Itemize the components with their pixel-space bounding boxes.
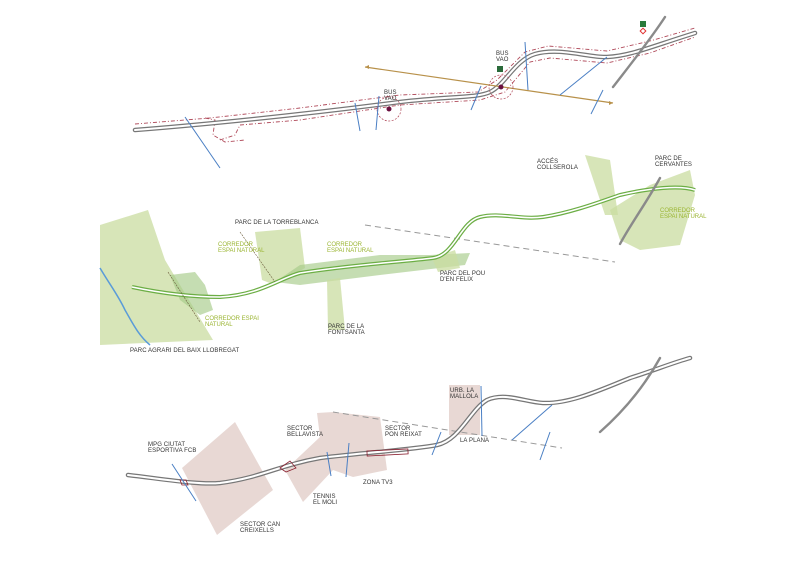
label-corredor-right: CORREDOR	[660, 208, 696, 214]
highway-top-center	[134, 32, 696, 131]
label-sector-bellavista-2: BELLAVISTA	[287, 432, 323, 438]
road-detour	[204, 117, 246, 143]
road-boundary-lower	[219, 36, 696, 141]
panel-mobility: BUS VAO BUS VAO	[132, 15, 698, 169]
bus-vao-label-2b: VAO	[496, 57, 509, 63]
bus-stop-icon-2[interactable]	[498, 84, 504, 90]
parc-fontsanta-area	[327, 278, 345, 330]
railway-top	[611, 15, 667, 89]
railway-bottom	[598, 356, 662, 434]
bus-vao-label-1: BUS	[384, 90, 397, 96]
label-la-plana: LA PLANA	[460, 438, 489, 444]
label-urb-mallola: URB. LA	[450, 388, 474, 394]
bus-stop-icon-1[interactable]	[386, 106, 392, 112]
parc-agrari-area	[100, 210, 213, 345]
dashed-limit-bottom	[332, 411, 563, 449]
highway-bottom-center	[127, 357, 691, 485]
river	[99, 267, 151, 346]
link-agrari	[167, 271, 201, 323]
panel-urban-sectors: URB. LA MALLOLA SECTOR BELLAVISTA SECTOR…	[125, 355, 693, 535]
label-corredor-center: CORREDOR	[327, 242, 363, 248]
bus-vao-label-1b: VAO	[384, 96, 397, 102]
label-sector-pon-reixat: SECTOR	[385, 426, 411, 432]
bus-stop-radius-2	[488, 74, 514, 100]
label-sector-can-creixells: SECTOR CAN	[240, 522, 280, 528]
bus-vao-label-2: BUS	[496, 51, 509, 57]
bus-stop-radius-1	[376, 96, 402, 122]
label-parc-pou: PARC DEL POU	[440, 271, 485, 277]
label-parc-fontsanta-2: FONTSANTA	[328, 330, 365, 336]
label-corredor-left-2: ESPAI NATURAL	[218, 248, 265, 254]
label-acces-collserola: ACCÉS	[537, 158, 558, 165]
label-corredor-left: CORREDOR	[218, 242, 254, 248]
sector-can-creixells-area	[182, 422, 273, 535]
label-mpg: MPG CIUTAT	[148, 442, 185, 448]
axis-arrow-left-icon	[365, 65, 369, 69]
label-parc-cervantes-2: CERVANTES	[655, 162, 692, 168]
bellavista-crossing	[279, 460, 297, 473]
label-corredor-bottom-2: NATURAL	[205, 322, 233, 328]
panel-green-corridor: ACCÉS COLLSEROLA PARC DE CERVANTES CORRE…	[99, 155, 707, 354]
label-parc-agrari: PARC AGRARI DEL BAIX LLOBREGAT	[130, 348, 239, 354]
label-corredor-right-2: ESPAI NATURAL	[660, 214, 707, 220]
interchange-icon	[639, 27, 647, 35]
highway-top	[132, 30, 698, 133]
parc-cervantes-area	[610, 170, 695, 250]
park-and-ride-icon	[497, 66, 503, 72]
green-corridor-center	[131, 186, 696, 298]
label-acces-collserola-2: COLLSEROLA	[537, 165, 578, 171]
corridor-patch-left	[170, 272, 213, 315]
label-zona-tv3: ZONA TV3	[363, 480, 393, 486]
road-boundary-upper	[134, 27, 696, 125]
label-parc-fontsanta: PARC DE LA	[328, 324, 364, 330]
axis-arrow-right-icon	[609, 101, 613, 105]
railway-middle	[618, 176, 662, 246]
label-tennis-2: EL MOLI	[313, 500, 337, 506]
station-icon	[640, 21, 646, 27]
label-tennis: TENNIS	[313, 494, 336, 500]
crossing-links-bottom	[171, 385, 553, 502]
link-torreblanca	[239, 231, 276, 283]
label-corredor-bottom: CORREDOR ESPAI	[205, 316, 259, 322]
mpg-crossing	[179, 479, 189, 486]
label-corredor-center-2: ESPAI NATURAL	[327, 248, 374, 254]
label-sector-can-creixells-2: CREIXELLS	[240, 528, 274, 534]
crossing-links-top	[184, 41, 608, 169]
label-sector-pon-reixat-2: PON REIXAT	[385, 432, 422, 438]
dashed-limit-middle	[364, 224, 616, 263]
label-urb-mallola-2: MALLOLA	[450, 394, 478, 400]
label-parc-pou-2: D'EN FELIX	[440, 277, 473, 283]
parc-pou-area	[432, 250, 460, 272]
zona-tv3-cover	[366, 448, 409, 457]
label-mpg-2: ESPORTIVA FCB	[148, 448, 196, 454]
label-parc-cervantes: PARC DE	[655, 156, 682, 162]
label-sector-bellavista: SECTOR	[287, 426, 313, 432]
label-parc-torreblanca: PARC DE LA TORREBLANCA	[235, 220, 319, 226]
